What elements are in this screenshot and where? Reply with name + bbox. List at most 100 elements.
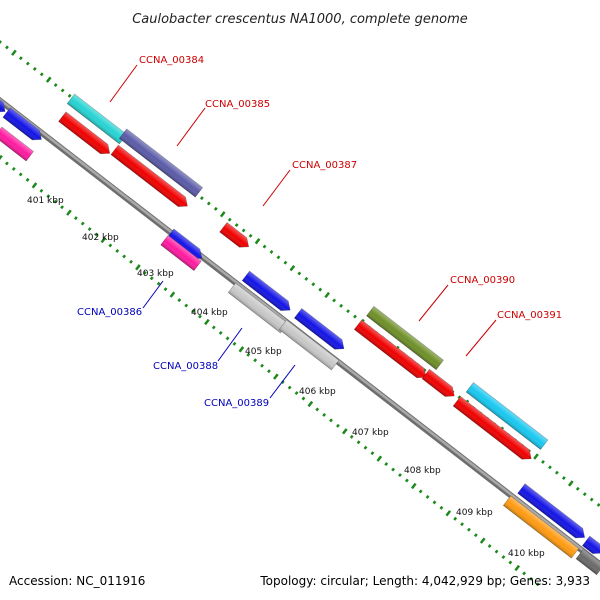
tick-dot [115,248,120,253]
tick-dot [177,298,182,303]
tick-dot [370,451,375,456]
tick-dot [432,500,437,505]
tick-dot [508,560,513,565]
tick-dot [276,255,281,260]
gene-block[interactable] [160,234,202,272]
gene-block[interactable] [581,535,600,558]
gene-block[interactable] [2,107,45,144]
gene-block[interactable] [278,319,340,371]
gene-block[interactable] [0,95,9,117]
gene-block[interactable] [502,495,580,559]
gene-shading [366,306,444,370]
tick-dot [353,314,357,319]
tick-dot [204,318,210,326]
gene-block[interactable] [465,382,549,450]
kbp-label: 403 kbp [137,269,174,279]
gene-label-ccna-00386[interactable]: CCNA_00386 [77,307,142,318]
tick-dot [53,199,58,204]
tick-dot [315,407,320,412]
tick-dot [129,259,133,264]
tick-dot [391,467,396,472]
tick-dot [163,287,168,292]
tick-dot [487,544,492,549]
tick-dot [260,363,264,368]
gene-block[interactable] [575,548,600,576]
tick-dot [322,412,327,417]
gene-block[interactable] [293,308,347,354]
label-leader-lines [109,64,497,399]
gene-shading [0,95,6,112]
tick-dot [25,61,30,66]
tick-dot [287,385,292,390]
gene-block[interactable] [219,222,253,251]
tick-dot [283,260,288,265]
kbp-label: 405 kbp [245,347,282,357]
gene-block[interactable] [118,128,204,198]
gene-block[interactable] [421,368,458,401]
tick-dot [241,228,246,233]
gene-block[interactable] [517,483,589,542]
gene-block[interactable] [227,282,289,334]
tick-dot [199,196,204,201]
tick-dot [529,576,533,581]
gene-shading [160,235,202,271]
gene-shading [466,382,548,450]
tick-dot [39,188,44,193]
gene-block[interactable] [58,111,114,158]
gene-label-ccna-00389[interactable]: CCNA_00389 [204,398,269,409]
gene-shading [242,271,291,311]
tick-dot [234,223,239,227]
tick-dot [548,465,552,470]
gene-shading [219,222,249,248]
tick-dot [514,564,521,572]
gene-features [0,93,600,576]
kbp-label: 408 kbp [404,466,441,476]
tick-dot [254,238,261,245]
tick-dot [398,473,402,477]
gene-label-ccna-00384[interactable]: CCNA_00384 [139,55,204,66]
map-title: Caulobacter crescentus NA1000, complete … [132,12,468,27]
tick-dot [346,309,350,314]
gene-block[interactable] [241,270,294,315]
kbp-scale-labels: 401 kbp 402 kbp 403 kbp 404 kbp 405 kbp … [27,196,545,559]
tick-dot [225,336,230,341]
tick-dot [332,298,337,303]
tick-dot [227,217,232,222]
tick-dot [253,358,258,363]
tick-dot [218,330,223,335]
tick-dot [269,250,274,254]
tick-dot [304,276,309,281]
gene-block[interactable] [452,396,535,464]
gene-shading [422,369,455,397]
tick-dot [0,154,3,162]
gene-label-ccna-00388[interactable]: CCNA_00388 [153,361,218,372]
gene-label-ccna-00387[interactable]: CCNA_00387 [292,160,357,171]
tick-dot [554,470,559,475]
tick-dot [575,486,580,491]
tick-dot [191,309,196,314]
gene-label-ccna-00390[interactable]: CCNA_00390 [450,275,515,286]
tick-dot [289,264,296,272]
gene-block[interactable] [66,93,128,145]
gene-block[interactable] [366,305,444,371]
tick-dot [206,201,211,206]
tick-dot [349,434,354,439]
gene-block[interactable] [110,144,191,211]
gene-label-ccna-00385[interactable]: CCNA_00385 [205,99,270,110]
tick-dot [11,49,17,56]
tick-dot [273,373,279,380]
gene-block[interactable] [0,126,34,162]
gene-label-ccna-00391[interactable]: CCNA_00391 [497,310,562,321]
gene-block[interactable] [353,319,429,382]
tick-dot [589,497,594,502]
tick-dot [45,76,52,83]
gene-labels: CCNA_00384 CCNA_00385 CCNA_00387 CCNA_00… [77,55,562,409]
tick-dot [329,418,333,423]
tick-dot [11,166,16,171]
accession-text: Accession: NC_011916 [9,574,145,588]
tick-dot [18,172,23,177]
tick-dot [582,492,587,497]
tick-dot [342,428,348,435]
tick-dot [100,236,107,244]
